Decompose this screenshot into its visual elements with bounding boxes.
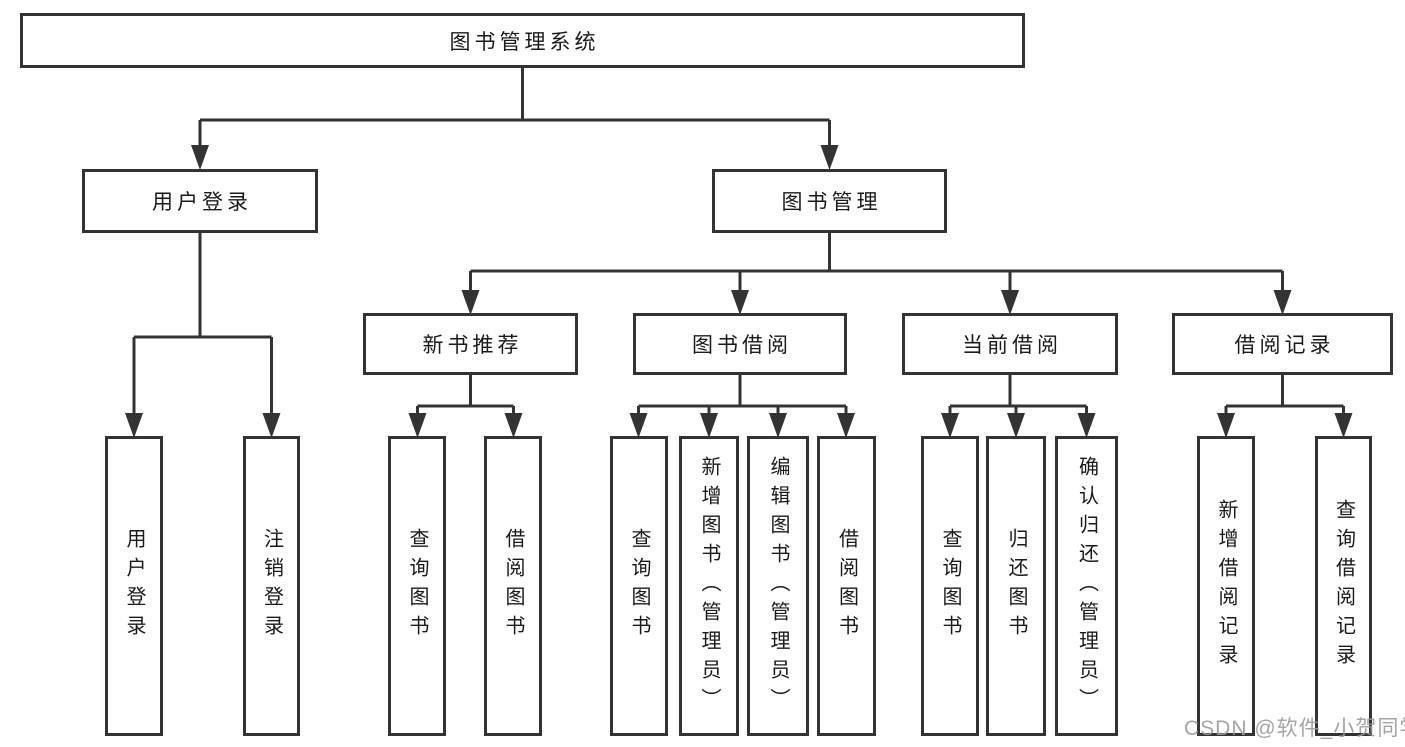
arrow-down-icon <box>1001 290 1019 315</box>
node-label: 查询图书 <box>406 528 428 644</box>
arrow-down-icon <box>1273 290 1292 315</box>
node-label: 编辑图书（管理员） <box>767 455 789 717</box>
node-label: 注销登录 <box>260 528 283 644</box>
arrow-down-icon <box>820 145 839 170</box>
node-leaf-edit-book-admin: 编辑图书（管理员） <box>747 436 809 736</box>
node-new-book-recommendation: 新书推荐 <box>363 313 578 375</box>
node-leaf-logout: 注销登录 <box>243 436 300 736</box>
node-leaf-query-borrow-record: 查询借阅记录 <box>1315 436 1372 736</box>
arrow-down-icon <box>700 413 718 438</box>
arrow-down-icon <box>1217 413 1235 438</box>
arrow-down-icon <box>837 413 855 438</box>
node-label: 用户登录 <box>123 528 145 644</box>
arrow-down-icon <box>731 290 749 315</box>
node-label: 图书管理系统 <box>449 30 600 54</box>
node-label: 图书借阅 <box>692 334 792 357</box>
arrow-down-icon <box>1007 413 1025 438</box>
node-leaf-add-borrow-record: 新增借阅记录 <box>1197 436 1255 736</box>
arrow-down-icon <box>125 413 143 438</box>
arrow-down-icon <box>262 413 281 438</box>
arrow-down-icon <box>769 413 787 438</box>
node-leaf-borrow-books: 借阅图书 <box>817 436 876 736</box>
node-leaf-user-login: 用户登录 <box>105 436 163 736</box>
node-user-login: 用户登录 <box>82 169 318 233</box>
arrow-down-icon <box>1334 413 1353 438</box>
node-leaf-return-book: 归还图书 <box>986 436 1046 736</box>
node-book-management: 图书管理 <box>712 169 947 233</box>
node-leaf-query-books-current: 查询图书 <box>921 436 979 736</box>
node-label: 查询借阅记录 <box>1332 499 1355 673</box>
arrowheads <box>125 145 1353 438</box>
node-borrowing-records: 借阅记录 <box>1172 313 1393 375</box>
arrow-down-icon <box>629 413 648 438</box>
arrow-down-icon <box>504 413 523 438</box>
node-label: 用户登录 <box>152 191 252 214</box>
node-book-borrowing: 图书借阅 <box>633 313 847 375</box>
node-leaf-query-books-recommend: 查询图书 <box>388 436 446 736</box>
node-label: 借阅记录 <box>1234 334 1335 357</box>
node-label: 查询图书 <box>628 528 650 644</box>
node-label: 新书推荐 <box>422 334 523 357</box>
node-label: 借阅图书 <box>502 528 524 644</box>
arrow-down-icon <box>461 290 480 315</box>
arrow-down-icon <box>408 413 427 438</box>
node-label: 确认归还（管理员） <box>1075 455 1098 717</box>
node-library-management-system: 图书管理系统 <box>20 13 1025 68</box>
arrow-down-icon <box>1077 413 1096 438</box>
node-label: 当前借阅 <box>962 334 1062 357</box>
node-label: 图书管理 <box>781 191 882 214</box>
arrow-down-icon <box>191 145 209 170</box>
node-label: 查询图书 <box>939 528 961 644</box>
node-leaf-confirm-return-admin: 确认归还（管理员） <box>1055 436 1118 736</box>
csdn-watermark: CSDN @软件_小贺同学 <box>1184 717 1405 740</box>
node-label: 归还图书 <box>1005 528 1027 644</box>
node-label: 新增借阅记录 <box>1215 499 1237 673</box>
node-label: 新增图书（管理员） <box>698 455 720 717</box>
node-leaf-query-books-borrow: 查询图书 <box>610 436 668 736</box>
node-leaf-borrow-books-recommend: 借阅图书 <box>484 436 542 736</box>
node-current-borrowing: 当前借阅 <box>902 313 1118 375</box>
arrow-down-icon <box>941 413 959 438</box>
node-leaf-add-book-admin: 新增图书（管理员） <box>679 436 739 736</box>
node-label: 借阅图书 <box>835 528 858 644</box>
